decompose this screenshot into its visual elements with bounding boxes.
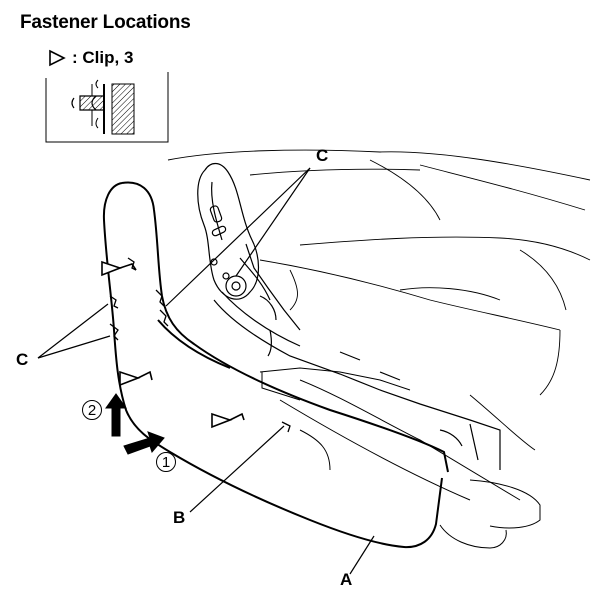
legend-label: : Clip, 3 [72,48,134,67]
hook-clips [109,257,291,433]
seat-rail [259,367,541,549]
clip-triangle-icon [49,49,66,67]
callout-c-left: C [16,350,29,369]
callout-a: A [340,570,353,589]
direction-arrows [105,393,165,455]
arrow-up-icon [105,393,127,437]
seat-frame [197,162,501,470]
clip-detail-inset [45,72,169,143]
callout-c-top: C [316,146,329,165]
seat-cushion [167,149,591,451]
step-two-marker: 2 [82,400,102,420]
arrow-right-icon [123,431,165,455]
step-one-marker: 1 [156,452,176,472]
leader-lines [37,167,375,575]
callout-b: B [173,508,186,527]
legend: : Clip, 3 [48,48,133,68]
clip-markers [101,260,245,429]
page-title: Fastener Locations [20,12,191,33]
side-trim-cover [102,181,449,549]
